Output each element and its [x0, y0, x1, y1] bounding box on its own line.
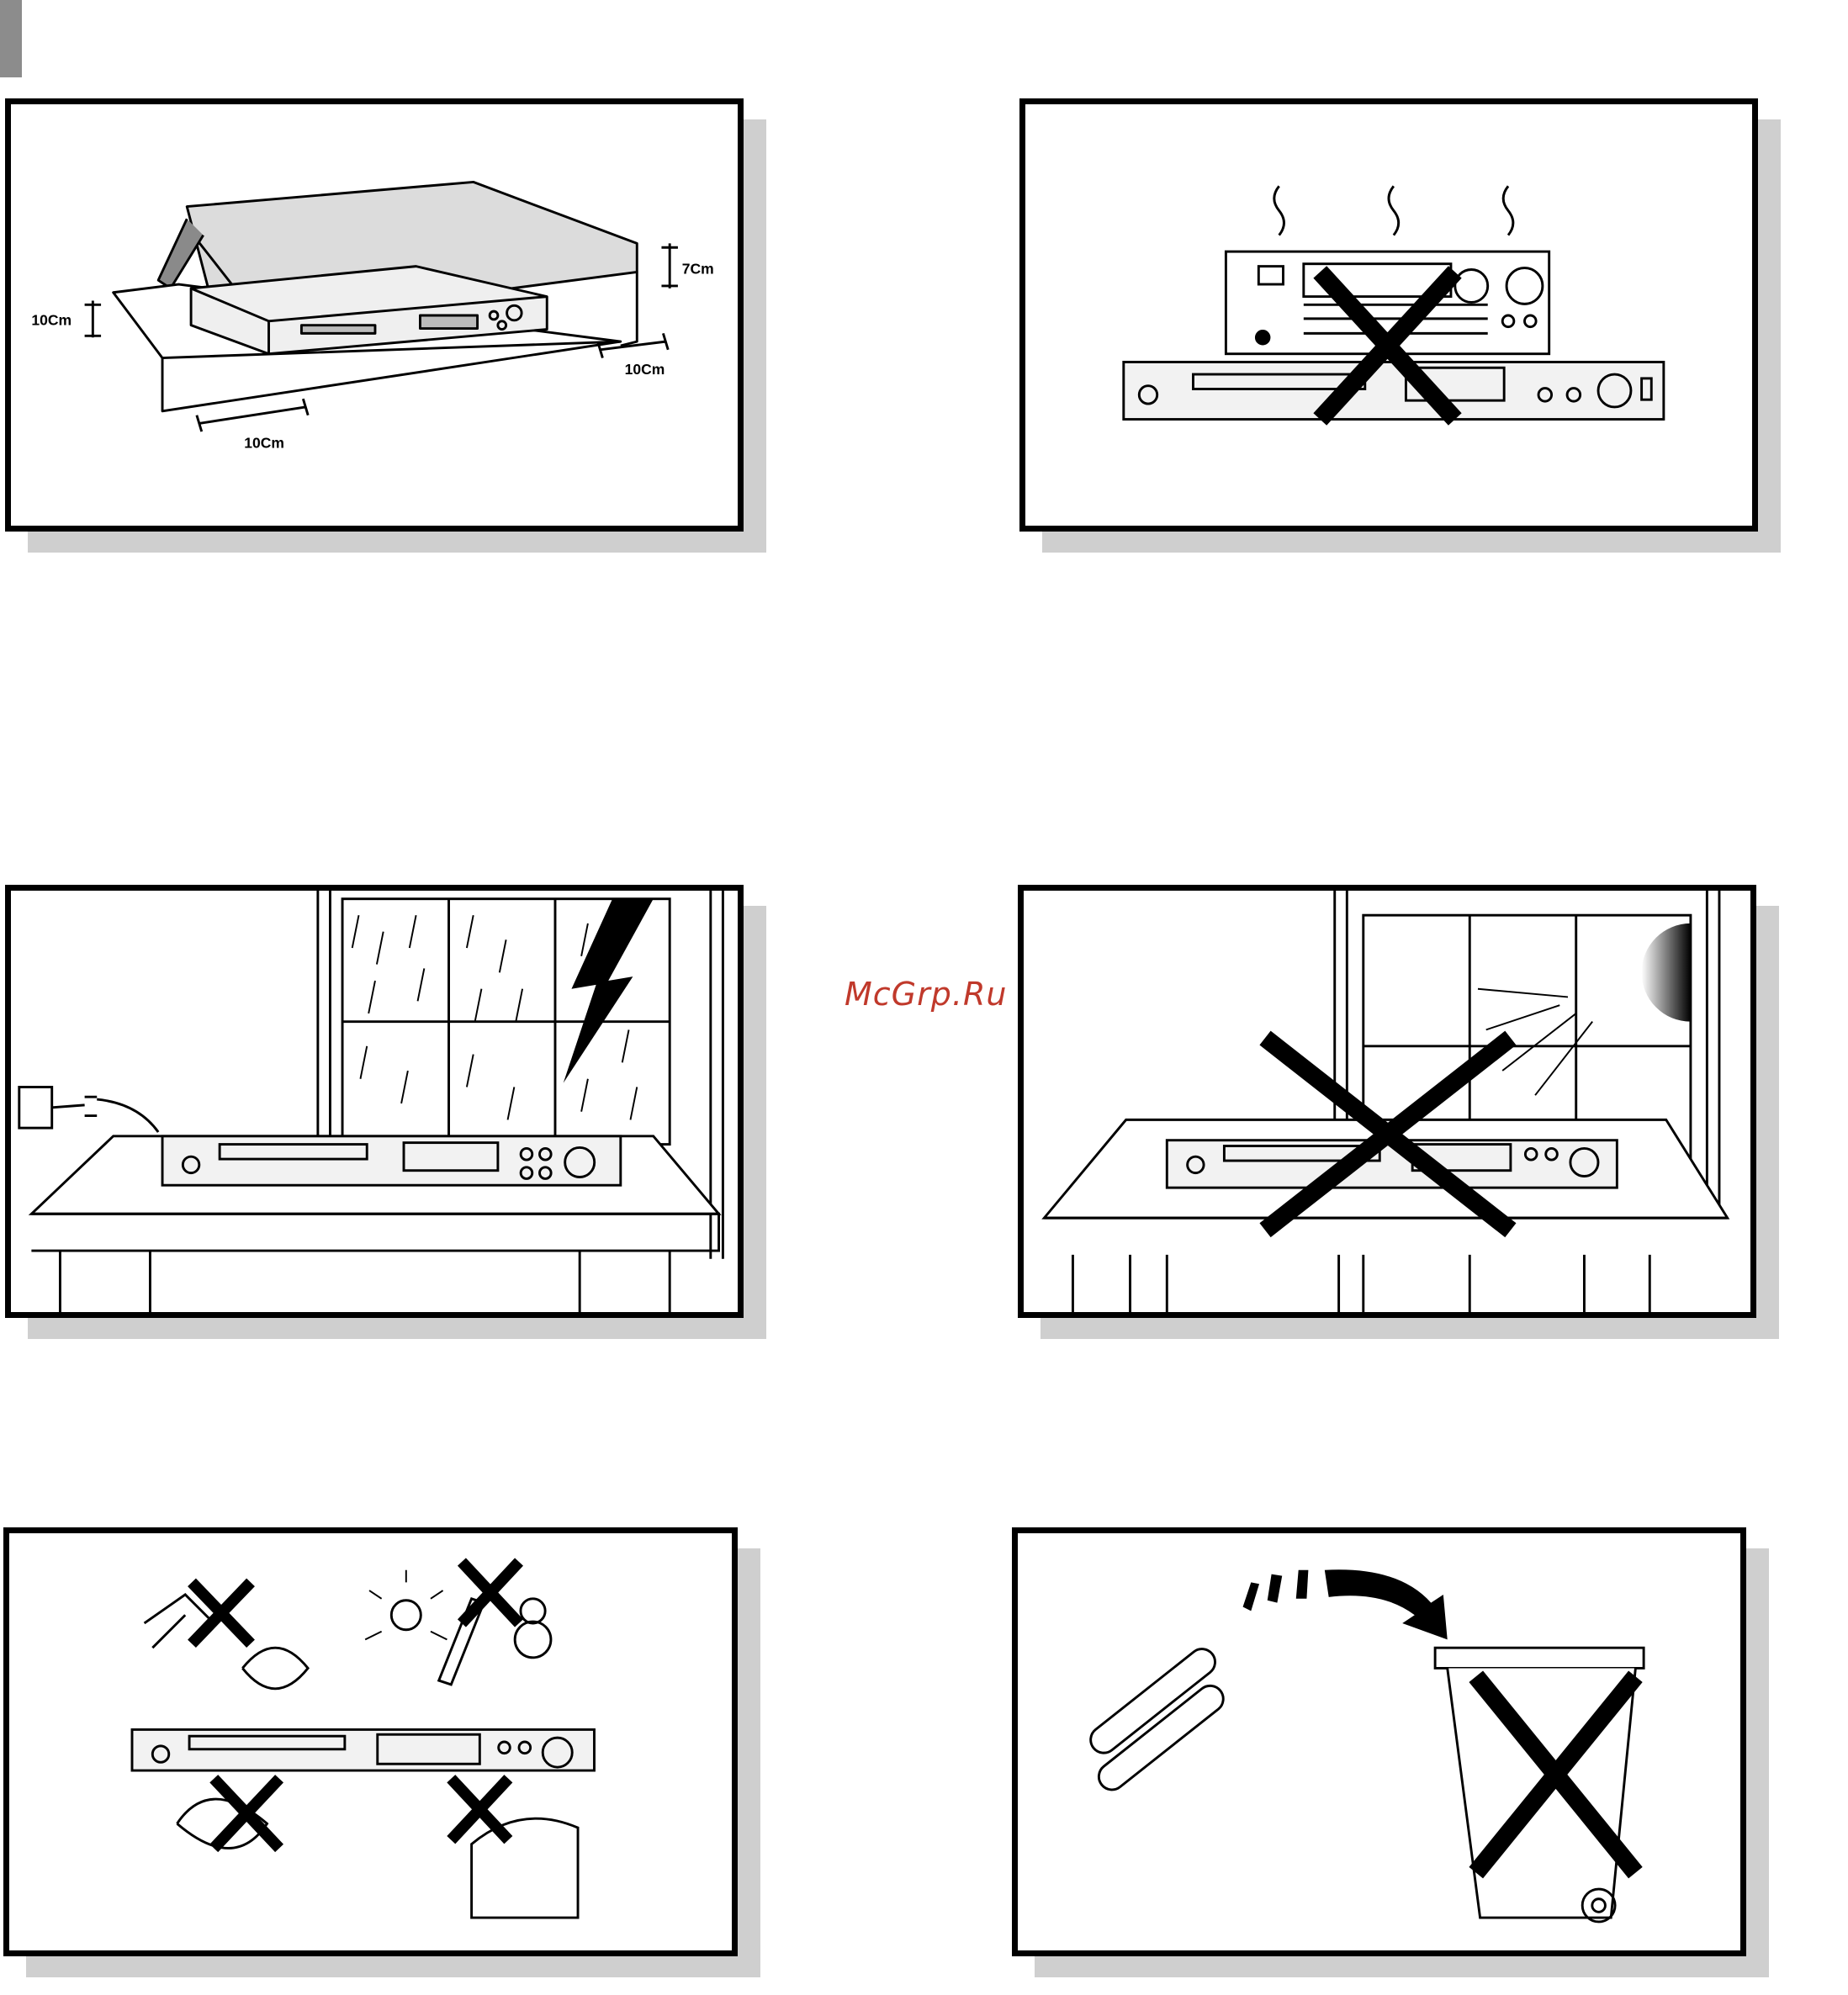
sun-icon [1642, 923, 1691, 1022]
battery-illustration [1018, 1533, 1740, 1950]
lightning-icon [564, 899, 654, 1083]
watermark-text: McGrp.Ru [845, 976, 1007, 1013]
panel-sunlight [1018, 885, 1779, 1339]
heat-illustration [1025, 104, 1752, 526]
panel-storm [5, 885, 766, 1339]
panel-battery [1012, 1527, 1769, 1982]
clearance-top-label: 7Cm [682, 260, 714, 277]
sunlight-illustration [1024, 891, 1750, 1312]
disposal-arrow-icon [1243, 1569, 1448, 1639]
clearance-bottom-label: 10Cm [244, 435, 284, 452]
environment-illustration [9, 1533, 732, 1950]
ventilation-illustration: 7Cm 10Cm 10Cm 10Cm [11, 104, 738, 526]
page-edge-tab [0, 0, 22, 77]
panel-ventilation: 7Cm 10Cm 10Cm 10Cm [5, 98, 766, 553]
clearance-right-label: 10Cm [625, 361, 665, 378]
panel-heat [1019, 98, 1781, 553]
clearance-left-label: 10Cm [31, 312, 71, 329]
panel-environment [3, 1527, 760, 1982]
storm-illustration [11, 891, 738, 1312]
